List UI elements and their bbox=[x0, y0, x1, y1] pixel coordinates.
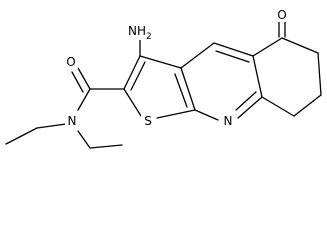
amide-n-mask bbox=[65, 113, 79, 129]
bond-ethyl1-ch3 bbox=[5, 127, 38, 145]
bond-s-c7a bbox=[156, 109, 196, 119]
ketone-o-label: O bbox=[277, 8, 286, 22]
amine-subscript-label: 2 bbox=[146, 32, 152, 42]
bond-c4-c4a bbox=[213, 42, 254, 57]
thiophene-s-label: S bbox=[144, 114, 152, 128]
bond-c3a-c4 bbox=[180, 42, 215, 69]
bond-n-ethyl1 bbox=[36, 123, 67, 129]
bond-c5-c6 bbox=[281, 37, 319, 54]
ketone-o-mask bbox=[275, 7, 289, 22]
bond-c4-c4a-double bbox=[215, 50, 250, 63]
bond-c2-s bbox=[123, 88, 142, 117]
bond-c4a-c5 bbox=[252, 37, 283, 57]
amine-mask bbox=[126, 25, 155, 40]
amide-o-label: O bbox=[66, 55, 75, 69]
bond-c8a-n-double bbox=[235, 91, 257, 111]
cyclohexanone-ring bbox=[252, 21, 322, 117]
amide-n-label: N bbox=[68, 114, 77, 128]
bond-n-c7a bbox=[194, 109, 219, 121]
bond-ethyl2-ch3 bbox=[89, 144, 123, 149]
bond-c8a-n bbox=[237, 96, 263, 119]
thiophene-s-mask bbox=[141, 113, 155, 129]
thiophene-ring bbox=[123, 55, 196, 119]
bond-c6-c7 bbox=[317, 52, 322, 96]
structure-svg: NH 2 O O N S N bbox=[5, 7, 322, 149]
bond-c3a-c7a bbox=[180, 67, 196, 111]
amide-group bbox=[5, 67, 125, 149]
molecule-diagram: NH 2 O O N S N bbox=[5, 7, 322, 149]
atom-labels: NH 2 O O N S N bbox=[64, 7, 289, 129]
bond-c7-c8 bbox=[293, 94, 322, 117]
amine-nh-label: NH bbox=[128, 24, 146, 38]
pyridine-n-label: N bbox=[224, 114, 233, 128]
pyridine-n-mask bbox=[221, 113, 236, 129]
bond-c3-c2-double bbox=[130, 61, 146, 91]
bond-c3-c2 bbox=[123, 55, 141, 90]
bond-c3-c3a bbox=[139, 55, 182, 69]
bond-carbonyl-o bbox=[77, 67, 91, 90]
bond-carbonyl-o-double bbox=[71, 71, 84, 93]
bond-c4a-c8a bbox=[252, 55, 263, 98]
bond-c8-c8a bbox=[261, 96, 295, 117]
bond-n-ethyl2 bbox=[77, 130, 91, 149]
bond-c3a-c7a-double bbox=[174, 73, 188, 108]
amide-o-mask bbox=[64, 54, 78, 69]
pyridine-ring bbox=[180, 42, 263, 121]
bond-carbonyl-n bbox=[77, 88, 91, 111]
